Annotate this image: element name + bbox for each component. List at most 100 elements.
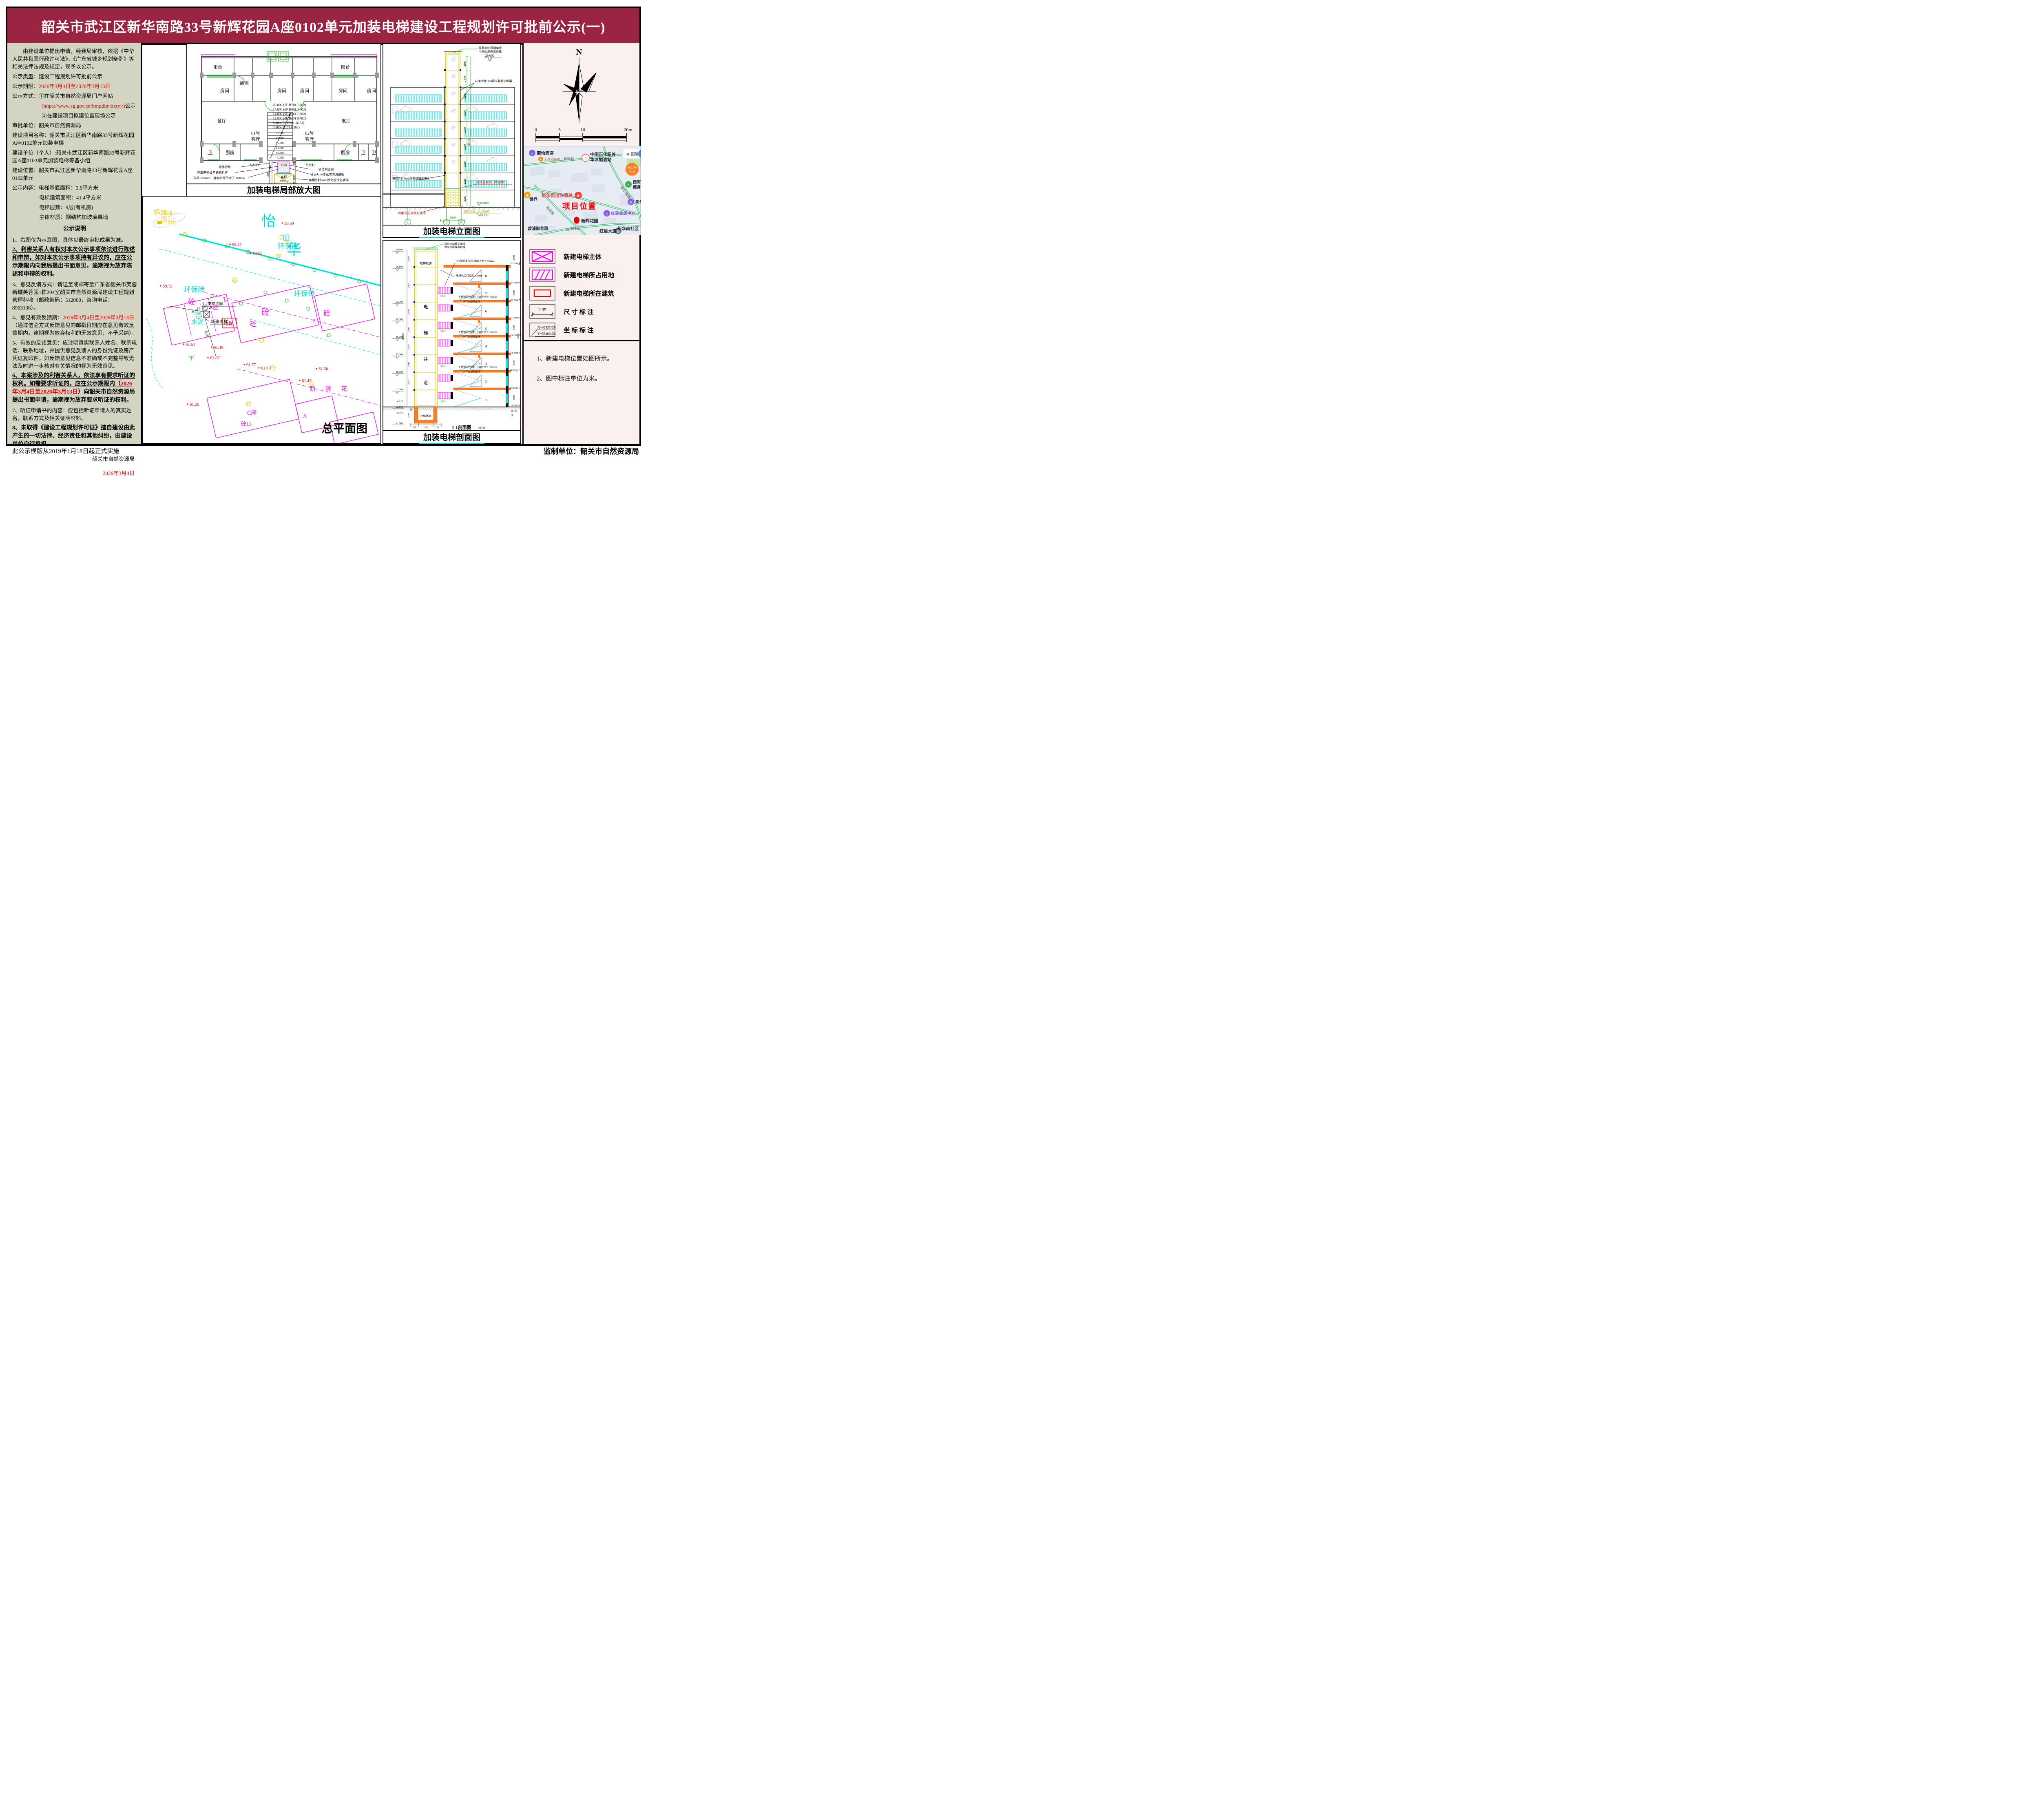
legend-symbol-dimension: 2.35	[529, 304, 555, 319]
level-label: ±0.000(1F)	[511, 404, 520, 407]
level-label: 7.300	[397, 388, 403, 391]
room-label: 房间	[367, 88, 376, 93]
floor-number: 1	[485, 398, 487, 402]
plan-leaders	[235, 162, 310, 180]
section-subtitle: 1-1剖面图	[452, 425, 471, 430]
dim-label: 2000	[266, 171, 270, 177]
room-label: 房间	[240, 81, 249, 86]
spot-elev: 61.25	[190, 402, 199, 407]
dim-label: 2200	[463, 179, 467, 185]
level-label: 26.800	[396, 265, 403, 268]
annotation-yellow: 首层混凝土外墙贴砖	[464, 210, 490, 213]
annotation: 钢结构连廊	[318, 167, 334, 171]
elevator-load: 630Kg	[280, 179, 288, 183]
site-existing-lift: 电梯	[222, 318, 237, 328]
plan-level-block: 20.800 (7F B701 B702) 17.800 (6F B601 B6…	[273, 103, 306, 129]
dim-label: 200	[293, 162, 296, 166]
room-label: 卫	[361, 150, 366, 155]
poi-label: 健身	[633, 185, 641, 190]
floor-number: 7	[485, 292, 487, 296]
spot-elev: 59.51	[252, 252, 262, 256]
content-line: 主体材质：钢结构加玻璃幕墙	[39, 214, 108, 220]
floor-number: 3	[485, 362, 487, 366]
scale-tick: 10	[580, 127, 585, 133]
section-title-band: 加装电梯剖面图	[383, 430, 520, 444]
sheet-frame: 韶关市武江区新华南路33号新辉花园A座0102单元加装电梯建设工程规划许可批前公…	[6, 7, 641, 476]
note-7: 7、听证申请书的内容：应包括听证申请人的真实姓名，联系方式及相关证明材料。	[12, 407, 132, 421]
note-2: 2、利害关系人有权对本次公示事项依法进行陈述和申辩，如对本次公示事项持有异议的，…	[12, 247, 135, 277]
building-label: C座	[247, 410, 257, 416]
level-label: 16.300	[396, 336, 403, 338]
elev-ground: ±0.000 -0.150 150 150 2600	[383, 201, 520, 222]
annotation: 不锈钢防护栏杆, 间距不大于 110mm	[458, 295, 497, 299]
floor-plan-title-band: 加装电梯局部放大图	[187, 184, 380, 197]
floor-number: 8	[485, 274, 487, 278]
dim-label: 2200	[463, 196, 467, 202]
level-label: 8.800(3F)	[511, 369, 520, 372]
project-label: 建设项目名称：	[12, 132, 50, 138]
poi-label: 沃尔	[635, 199, 641, 205]
poi-label: 新华南社区	[617, 226, 639, 231]
annotation: 中间50厚保温岩棉	[445, 245, 465, 249]
annotation: 电梯外封5mm厚夹胶钢化玻璃	[309, 178, 349, 182]
dim-label: 2200	[463, 93, 467, 99]
title-banner: 韶关市武江区新华南路33号新辉花园A座0102单元加装电梯建设工程规划许可批前公…	[7, 8, 639, 45]
room-label: 客厅	[305, 136, 314, 142]
floor-number: 2	[485, 379, 487, 383]
level-label: 11.800(4F)	[511, 352, 520, 354]
utility-label: 电力	[168, 220, 177, 225]
sec-right-wall	[506, 265, 509, 407]
legend-row: 新建电梯所在建筑	[529, 286, 637, 301]
legend-row: X=43337.034 Y=58209.521 坐 标 标 注	[529, 323, 637, 337]
site-buildings	[163, 283, 381, 445]
unit-level: 11.800 (4F B401 B402)	[273, 116, 306, 120]
annotation: 双层3mm厚铝单板	[445, 242, 465, 245]
svg-text:★: ★	[577, 194, 580, 198]
north-arrow-icon	[563, 57, 597, 123]
map-legend: 新建电梯主体 新建电梯所占用地 新建电梯所在建筑	[529, 249, 637, 341]
note-3: 3、意见反馈方式：请送至或邮寄至广东省韶关市芙蓉新城芙蓉园1栋204室韶关市自然…	[12, 281, 137, 311]
ymj-label: YMJ1	[440, 330, 447, 333]
spot-elev: 59.59	[284, 221, 294, 226]
level-label: 13.300	[396, 353, 403, 356]
plan-walls	[201, 56, 377, 161]
site-spot-elevations: 59.59 59.27 59.51 59.72 61.51 61.48 61.8…	[160, 221, 328, 407]
note-1: 1、右图仅为示意图，具体以最终审批成果为准。	[12, 237, 126, 243]
sec-doors	[469, 270, 482, 387]
poi-label: 中国石化韶关	[590, 152, 616, 157]
machine-room-label: 电梯机房	[420, 261, 432, 265]
unit-level: 8.800 (3F B301 B302)	[273, 121, 304, 125]
dim-label: 6.97	[192, 308, 199, 314]
grid-number: 1	[407, 221, 409, 225]
unit-level: 17.800 (6F B601 B602)	[273, 107, 306, 111]
poi-label: 入选扫街榜	[544, 157, 560, 161]
sec-left-dims: 2800 2450 2200 2200 2200 2200 2200 29600…	[402, 257, 413, 419]
spot-elev: 61.50	[318, 367, 328, 372]
room-label: 客厅	[251, 136, 260, 142]
dim-label: 1200	[281, 164, 287, 167]
level-label: 4.125	[397, 400, 403, 403]
ymj-label: YMJ1	[306, 163, 315, 167]
period-label: 公示期限：	[12, 83, 39, 89]
dim-label: 1500	[407, 414, 410, 419]
legend-label: 新建电梯所占用地	[564, 272, 615, 279]
right-column-divider	[524, 340, 639, 341]
svg-text:+: +	[628, 183, 630, 187]
room-label: 餐厅	[217, 118, 226, 124]
elev-annotations: 双层3mm厚铝单板 中间50厚保温岩棉 29.600 电梯外封5mm厚夹胶钢化玻…	[392, 46, 512, 215]
supervisor-note: 监制单位：韶关市自然资源局	[544, 447, 639, 456]
drawing-notes: 1、新建电梯位置如图所示。 2、图中标注单位为米。	[537, 354, 636, 394]
scale-tick: 20m	[624, 127, 632, 133]
room-label: 厨房	[341, 150, 350, 155]
spot-elev: 61.68	[261, 366, 271, 371]
map-poi-icons: ⌂ ★ S ★ ⌂ ⊞ ▤ + ◉	[524, 150, 634, 234]
dim-label: 2200	[463, 110, 467, 116]
notice-text-panel: 由建设单位提出申请，经我局审核，依据《中华人民共和国行政许可法》、《广东省城乡规…	[7, 43, 142, 476]
sec-annotations: 双层3mm厚铝单板 中间50厚保温岩棉 电梯机房门槛高 200mm 不锈钢防护栏…	[425, 242, 497, 374]
stair-level: 13.300	[276, 146, 285, 150]
plan-magenta-edges	[201, 54, 377, 76]
stair-level: 19.300	[276, 136, 285, 140]
dim-label: 29600	[402, 333, 405, 340]
site-roads	[146, 233, 381, 389]
annotation: 铺设4mm厚花纹防滑钢板	[310, 172, 344, 176]
